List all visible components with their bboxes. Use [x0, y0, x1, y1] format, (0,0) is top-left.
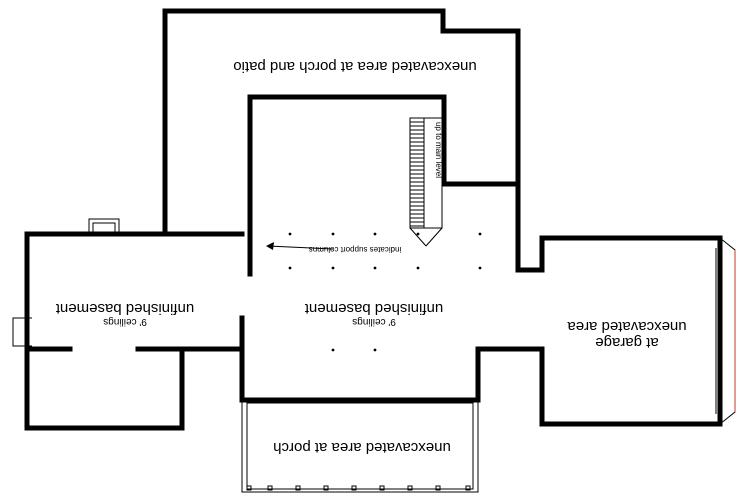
porch-post	[465, 485, 471, 491]
support-column-dot	[416, 266, 420, 270]
label-support-note: indicates support columns	[309, 245, 402, 254]
wall-inner-notch	[247, 94, 521, 241]
label-basement-left: unfinished basement	[55, 300, 194, 317]
porch-post	[295, 485, 301, 491]
support-column-dot	[373, 348, 377, 352]
window-left	[12, 317, 28, 347]
label-stair-note: up to main level	[434, 122, 443, 178]
support-column-dot	[373, 232, 377, 236]
porch-post	[267, 485, 273, 491]
label-basement-main-ceiling: 9' ceilings	[352, 316, 396, 327]
support-column-dot	[373, 266, 377, 270]
label-garage-line1: unexcavated area	[567, 318, 687, 335]
support-column-dot	[288, 266, 292, 270]
support-columns	[288, 232, 482, 352]
porch-post	[246, 485, 252, 491]
stair	[409, 117, 443, 247]
label-basement-main: unfinished basement	[304, 300, 443, 317]
front-porch	[241, 399, 479, 493]
label-front-porch: unexcavated area at porch	[273, 439, 451, 456]
support-column-dot	[331, 232, 335, 236]
support-column-dot	[478, 266, 482, 270]
support-arrow	[267, 245, 334, 250]
porch-post	[379, 485, 385, 491]
support-column-dot	[416, 232, 420, 236]
garage-window-right	[715, 237, 736, 425]
label-porch-patio: unexcavated area at porch and patio	[233, 58, 477, 75]
wall-porch-patio	[162, 8, 521, 241]
support-arrowhead	[266, 242, 274, 250]
wall-left-basement	[24, 231, 245, 431]
porch-post	[323, 485, 329, 491]
support-column-dot	[331, 348, 335, 352]
porch-post	[351, 485, 357, 491]
porch-post	[435, 485, 441, 491]
porch-post	[407, 485, 413, 491]
support-column-dot	[288, 232, 292, 236]
label-garage-line2: at garage	[595, 334, 658, 351]
label-basement-left-ceiling: 9' ceilings	[103, 316, 147, 327]
support-column-dot	[331, 266, 335, 270]
support-column-dot	[478, 232, 482, 236]
